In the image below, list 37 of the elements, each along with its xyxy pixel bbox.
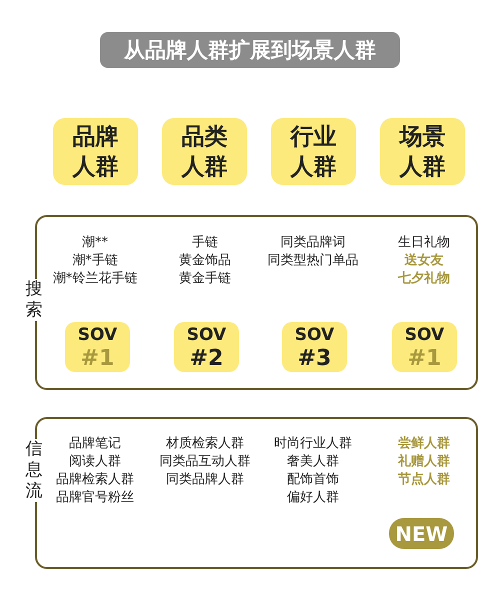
list-item-text: 生日礼物 xyxy=(398,234,450,252)
list-item-text: 黄金手链 xyxy=(179,270,231,288)
list-item-text: 品牌官号粉丝 xyxy=(56,489,134,507)
list-item-text: 潮** xyxy=(82,234,108,252)
sov-rank-badge: SOV #2 xyxy=(174,322,239,372)
list-item-text: 潮*铃兰花手链 xyxy=(52,270,138,288)
list-item-text: 时尚行业人群 xyxy=(274,435,352,453)
list-item-text: 七夕礼物 xyxy=(398,270,450,288)
category-tag: 品牌人群 xyxy=(53,118,138,185)
list-item-text: 阅读人群 xyxy=(69,453,121,471)
list-item-text: 尝鲜人群 xyxy=(398,435,450,453)
list-item-text: 潮*手链 xyxy=(72,252,118,270)
list-item-text: 偏好人群 xyxy=(287,489,339,507)
category-tag: 品类人群 xyxy=(162,118,247,185)
new-badge: NEW xyxy=(389,518,454,549)
sov-rank-badge: SOV #1 xyxy=(392,322,457,372)
list-item-text: 节点人群 xyxy=(398,471,450,489)
list-item-text: 同类品互动人群 xyxy=(160,453,250,471)
list-item-text: 礼赠人群 xyxy=(398,453,450,471)
list-item-text: 奢美人群 xyxy=(287,453,339,471)
list-item-text: 同类品牌词 xyxy=(280,234,346,252)
list-item-text: 配饰首饰 xyxy=(287,471,339,489)
list-item-text: 送女友 xyxy=(404,252,444,270)
list-item-text: 黄金饰品 xyxy=(179,252,231,270)
list-item-text: 品牌检索人群 xyxy=(56,471,134,489)
category-tag: 场景人群 xyxy=(380,118,465,185)
sov-rank-badge: SOV #3 xyxy=(282,322,347,372)
sov-rank-badge: SOV #1 xyxy=(65,322,130,372)
list-item-text: 同类型热门单品 xyxy=(268,252,358,270)
title-banner: 从品牌人群扩展到场景人群 xyxy=(100,32,400,68)
list-item-text: 同类品牌人群 xyxy=(166,471,244,489)
list-item-text: 材质检索人群 xyxy=(166,435,244,453)
list-item-text: 手链 xyxy=(192,234,218,252)
category-tag: 行业人群 xyxy=(271,118,356,185)
list-item-text: 品牌笔记 xyxy=(69,435,121,453)
section-heading: 搜索 xyxy=(23,279,45,321)
section-heading: 信息流 xyxy=(23,439,45,502)
